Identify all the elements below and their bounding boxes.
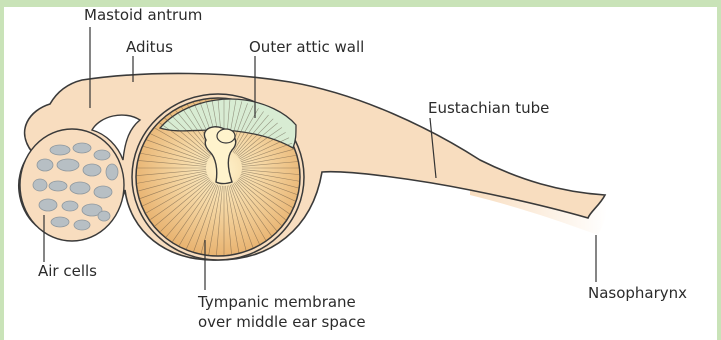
label-air-cells: Air cells [38, 263, 97, 280]
label-outer-attic-wall: Outer attic wall [249, 39, 364, 56]
malleus-head [217, 129, 235, 143]
label-nasopharynx: Nasopharynx [588, 285, 687, 302]
label-eustachian-tube: Eustachian tube [428, 100, 549, 117]
label-mastoid-antrum: Mastoid antrum [84, 7, 202, 24]
label-over-middle-ear-space: over middle ear space [198, 314, 366, 331]
label-aditus: Aditus [126, 39, 173, 56]
label-tympanic-membrane: Tympanic membrane [198, 294, 356, 311]
